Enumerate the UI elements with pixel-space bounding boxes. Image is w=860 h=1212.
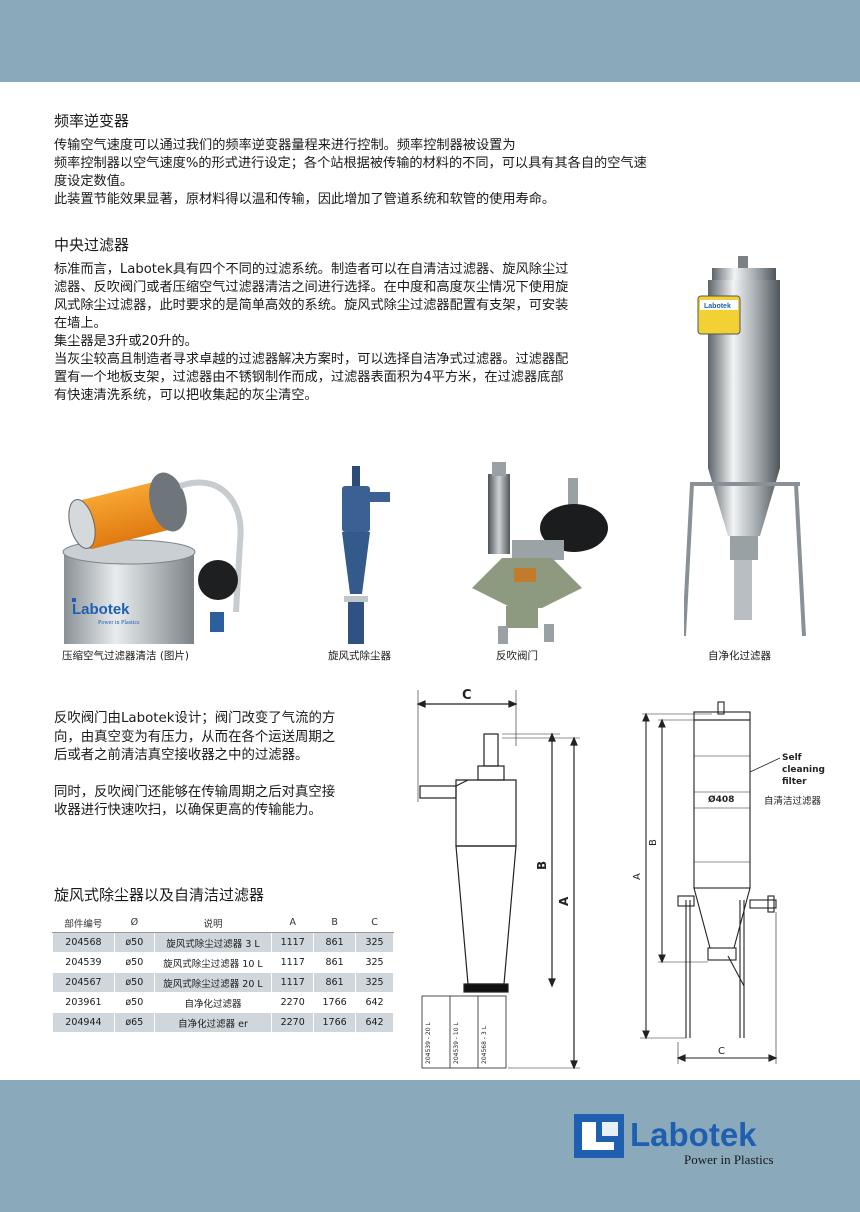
central-filter-heading: 中央过滤器: [54, 236, 130, 254]
photo-brand-tagline: Power in Plastics: [98, 620, 140, 626]
cell: 1766: [313, 1012, 357, 1033]
central-filter-section: 中央过滤器 标准而言，Labotek具有四个不同的过滤系统。制造者可以在自清洁过…: [54, 234, 684, 405]
cell: 自净化过滤器: [153, 992, 273, 1013]
cell: 1117: [271, 952, 315, 973]
cyclone-dim-b: B: [535, 861, 549, 870]
col-header: Ø: [113, 912, 155, 933]
inverter-section: 频率逆变器 传输空气速度可以通过我们的频率逆变器量程来进行控制。频率控制器被设置…: [54, 110, 684, 209]
table-row: 204567 ø50 旋风式除尘过滤器 20 L 1117 861 325: [52, 972, 394, 993]
compressed-air-filter-photo: Labotek Power in Plastics: [62, 472, 244, 644]
col-header: 说明: [153, 912, 273, 933]
caption-blowback: 反吹阀门: [496, 650, 538, 662]
cell: ø65: [113, 1012, 155, 1033]
cell: 1766: [313, 992, 357, 1013]
blowback-description: 反吹阀门由Labotek设计；阀门改变了气流的方 向，由真空变为有压力，从而在各…: [54, 710, 399, 821]
cell: 642: [355, 1012, 394, 1033]
inverter-line: 此装置节能效果显著，原材料得以温和传输，因此增加了管道系统和软管的使用寿命。: [54, 192, 556, 207]
table-row: 203961 ø50 自净化过滤器 2270 1766 642: [52, 992, 394, 1013]
logo-tagline: Power in Plastics: [684, 1152, 774, 1167]
selfclean-dim-c: C: [718, 1046, 725, 1057]
cell: 325: [355, 932, 394, 953]
filter-line: 有快速清洗系统，可以把收集起的灰尘清空。: [54, 388, 318, 403]
col-header: A: [271, 912, 315, 933]
inverter-heading: 频率逆变器: [54, 112, 130, 130]
cell: 旋风式除尘过滤器 3 L: [153, 932, 273, 953]
cell: ø50: [113, 932, 155, 953]
labotek-logo: Labotek Power in Plastics: [574, 1114, 774, 1167]
top-color-band: [0, 0, 860, 82]
filter-line: 当灰尘较高且制造者寻求卓越的过滤器解决方案时，可以选择自洁净式过滤器。过滤器配: [54, 352, 569, 367]
cell: ø50: [113, 992, 155, 1013]
caption-cyclone: 旋风式除尘器: [328, 650, 391, 662]
cell: ø50: [113, 972, 155, 993]
cyclone-photo: [342, 466, 390, 644]
col-header: C: [355, 912, 394, 933]
cell: 204539: [52, 952, 115, 973]
parts-table: 部件编号 Ø 说明 A B C 204568 ø50 旋风式除尘过滤器 3 L …: [52, 912, 394, 1033]
cell: 204567: [52, 972, 115, 993]
col-header: B: [313, 912, 357, 933]
table-header-row: 部件编号 Ø 说明 A B C: [52, 912, 394, 933]
valve-line: 同时，反吹阀门还能够在传输周期之后对真空接: [54, 784, 336, 800]
cell: 861: [313, 952, 357, 973]
blowback-valve-photo: [472, 462, 608, 644]
cell: 203961: [52, 992, 115, 1013]
filter-photo-brand: Labotek: [704, 303, 731, 310]
callout-line-1: Self: [782, 753, 802, 763]
parts-table-title: 旋风式除尘器以及自清洁过滤器: [54, 886, 265, 904]
photo-brand-name: Labotek: [72, 601, 130, 618]
caption-compressed-filter: 压缩空气过滤器清洁 (图片): [62, 650, 190, 662]
cell: 2270: [271, 992, 315, 1013]
cyclone-dim-c: C: [462, 688, 472, 703]
cell: 自净化过滤器 er: [153, 1012, 273, 1033]
table-row: 204944 ø65 自净化过滤器 er 2270 1766 642: [52, 1012, 394, 1033]
cyclone-bin-10l: 204539 - 10 L: [453, 1022, 460, 1064]
cell: 325: [355, 952, 394, 973]
valve-line: 收器进行快速吹扫，以确保更高的传输能力。: [54, 803, 322, 818]
cell: 2270: [271, 1012, 315, 1033]
cell: 旋风式除尘过滤器 20 L: [153, 972, 273, 993]
cell: 204944: [52, 1012, 115, 1033]
self-cleaning-technical-drawing: Ø408 Self cleaning filter 自清洁过滤器 A B C: [632, 701, 825, 1064]
cell: 642: [355, 992, 394, 1013]
cell: 861: [313, 932, 357, 953]
table-row: 204568 ø50 旋风式除尘过滤器 3 L 1117 861 325: [52, 932, 394, 953]
cell: 204568: [52, 932, 115, 953]
filter-line: 标准而言，Labotek具有四个不同的过滤系统。制造者可以在自清洁过滤器、旋风除…: [54, 262, 569, 277]
valve-line: 后或者之前清洁真空接收器之中的过滤器。: [54, 748, 309, 763]
selfclean-diameter: Ø408: [708, 794, 734, 805]
valve-line: 向，由真空变为有压力，从而在各个运送周期之: [54, 729, 336, 745]
filter-line: 在墙上。: [54, 316, 107, 331]
cell: ø50: [113, 952, 155, 973]
filter-line: 集尘器是3升或20升的。: [54, 334, 198, 349]
inverter-line: 频率控制器以空气速度%的形式进行设定；各个站根据被传输的材料的不同，可以具有其各…: [54, 156, 647, 171]
cell: 1117: [271, 932, 315, 953]
inverter-line: 传输空气速度可以通过我们的频率逆变器量程来进行控制。频率控制器被设置为: [54, 138, 516, 153]
logo-wordmark: Labotek: [630, 1116, 757, 1153]
callout-cn: 自清洁过滤器: [764, 795, 822, 807]
col-header: 部件编号: [52, 912, 115, 933]
valve-line-spacer: [54, 766, 399, 784]
cyclone-bin-3l: 204568 - 3 L: [481, 1025, 488, 1064]
cell: 861: [313, 972, 357, 993]
cyclone-technical-drawing: C 204539 - 20 L 204539 - 10 L 204568 - 3…: [416, 688, 580, 1070]
selfclean-dim-b: B: [648, 839, 659, 846]
callout-line-2: cleaning: [782, 765, 825, 775]
filter-line: 风式除尘过滤器，此时要求的是简单高效的系统。旋风式除尘过滤器配置有支架，可安装: [54, 298, 569, 313]
inverter-line: 度设定数值。: [54, 174, 134, 189]
cyclone-dim-a: A: [557, 896, 571, 906]
self-cleaning-filter-photo: Labotek: [684, 256, 806, 637]
table-row: 204539 ø50 旋风式除尘过滤器 10 L 1117 861 325: [52, 952, 394, 973]
bottom-color-band: [0, 1080, 860, 1212]
valve-line: 反吹阀门由Labotek设计；阀门改变了气流的方: [54, 711, 336, 726]
cell: 325: [355, 972, 394, 993]
cyclone-bin-20l: 204539 - 20 L: [425, 1022, 432, 1064]
callout-line-3: filter: [782, 777, 807, 787]
filter-line: 滤器、反吹阀门或者压缩空气过滤器清洁之间进行选择。在中度和高度灰尘情况下使用旋: [54, 280, 569, 295]
cell: 1117: [271, 972, 315, 993]
selfclean-dim-a: A: [632, 873, 643, 880]
caption-selfclean: 自净化过滤器: [708, 650, 771, 662]
cell: 旋风式除尘过滤器 10 L: [153, 952, 273, 973]
filter-line: 置有一个地板支架，过滤器由不锈钢制作而成，过滤器表面积为4平方米，在过滤器底部: [54, 370, 564, 385]
